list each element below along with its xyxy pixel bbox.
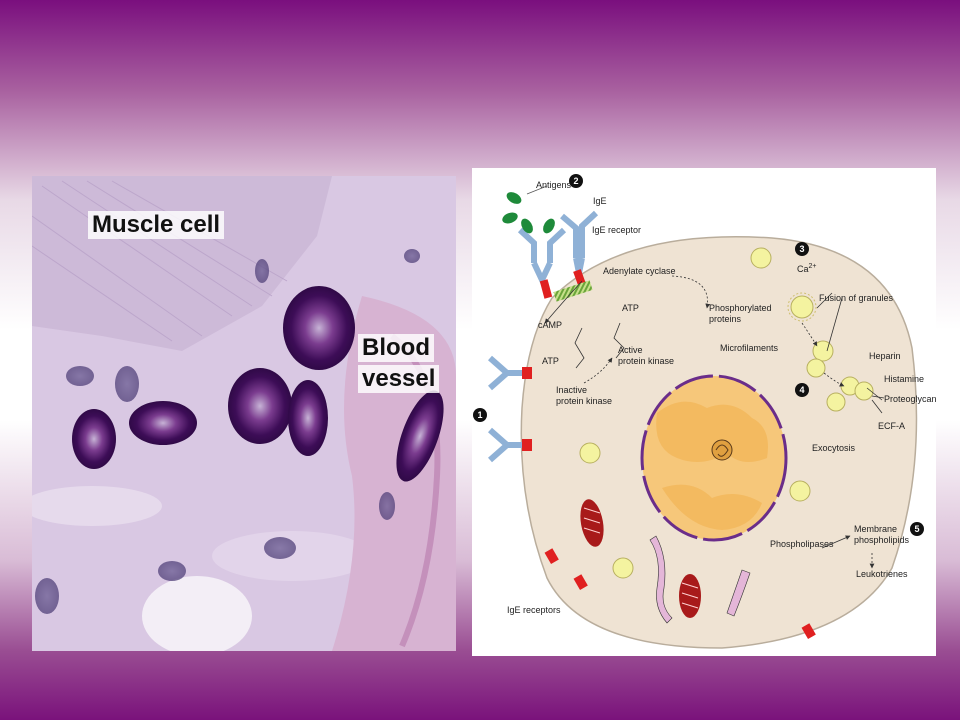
step-2-number: 2	[573, 176, 578, 186]
blood-vessel-label-line1: Blood	[358, 334, 434, 362]
antigens-label: Antigens	[536, 180, 572, 190]
phosphorylated-proteins-label-2: proteins	[709, 314, 742, 324]
ige-receptors-label: IgE receptors	[507, 605, 561, 615]
mast-cell-micrograph: Muscle cell Blood vessel	[32, 176, 456, 651]
active-protein-kinase-label-1: Active	[618, 345, 643, 355]
endoplasmic-reticulum	[649, 535, 751, 624]
antigens	[502, 192, 555, 234]
step-3-number: 3	[799, 244, 804, 254]
camp-label: cAMP	[538, 320, 562, 330]
membrane-phospholipids-label-2: phospholipids	[854, 535, 910, 545]
step-4-number: 4	[799, 385, 804, 395]
arrows	[544, 275, 885, 569]
ecf-a-label: ECF-A	[878, 421, 905, 431]
step-1-number: 1	[477, 410, 482, 420]
fusion-of-granules-label: Fusion of granules	[819, 293, 894, 303]
atp-mid-label: ATP	[622, 303, 639, 313]
ige-receptors-bound	[488, 210, 599, 463]
heparin-label: Heparin	[869, 351, 901, 361]
ige-label: IgE	[593, 196, 607, 206]
blood-vessel-label-line2: vessel	[358, 365, 440, 393]
ige-receptor-label: IgE receptor	[592, 225, 641, 235]
exocytosis-label: Exocytosis	[812, 443, 856, 453]
mitochondria	[580, 499, 701, 618]
membrane-phospholipids-label-1: Membrane	[854, 524, 897, 534]
inactive-protein-kinase-label-2: protein kinase	[556, 396, 612, 406]
step-5-number: 5	[914, 524, 919, 534]
muscle-cell-label: Muscle cell	[88, 211, 225, 239]
atp-left-label: ATP	[542, 356, 559, 366]
leukotrienes-label: Leukotrienes	[856, 569, 908, 579]
free-ige-receptors	[544, 548, 816, 640]
mast-cell-diagram: 1 2 3 4 5 Antigens IgE IgE receptor Aden…	[472, 168, 936, 656]
phospholipases-label: Phospholipases	[770, 539, 834, 549]
calcium-label: Ca2+	[797, 263, 817, 274]
adenylate-cyclase-label: Adenylate cyclase	[603, 266, 676, 276]
phosphorylated-proteins-label-1: Phosphorylated	[709, 303, 772, 313]
proteoglycans-label: Proteoglycans	[884, 394, 936, 404]
active-protein-kinase-label-2: protein kinase	[618, 356, 674, 366]
microfilaments-label: Microfilaments	[720, 343, 779, 353]
micrograph-image	[32, 176, 456, 651]
diagram-labels: Antigens IgE IgE receptor Adenylate cycl…	[507, 180, 936, 615]
histamine-label: Histamine	[884, 374, 924, 384]
nucleus	[640, 374, 788, 542]
inactive-protein-kinase-label-1: Inactive	[556, 385, 587, 395]
mast-cells	[72, 286, 444, 482]
step-markers: 1 2 3 4 5	[473, 174, 924, 536]
diagram-canvas: 1 2 3 4 5 Antigens IgE IgE receptor Aden…	[473, 174, 936, 649]
